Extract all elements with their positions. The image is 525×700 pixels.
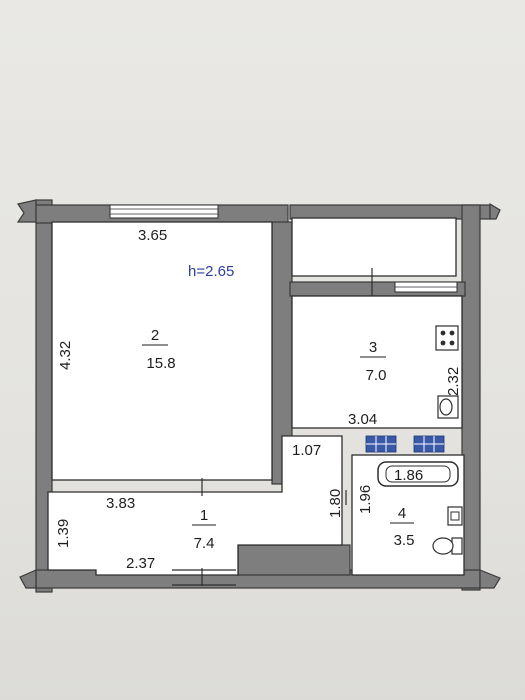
room-1 bbox=[47, 435, 343, 576]
room-1-area: 7.4 bbox=[194, 535, 215, 552]
door-marks bbox=[172, 268, 373, 586]
room3-width-label: 3.04 bbox=[348, 411, 377, 428]
corridor-side-label: 1.80 bbox=[327, 489, 344, 518]
dimension-labels: 3.65 4.32 2.32 3.04 1.07 3.83 1.39 2.37 … bbox=[55, 227, 462, 572]
bathroom-sink-icon bbox=[447, 506, 463, 526]
hall-width-label: 1.07 bbox=[292, 442, 321, 459]
balcony bbox=[291, 217, 457, 277]
tile-icon bbox=[365, 435, 445, 453]
stove-icon bbox=[435, 325, 459, 351]
room3-height-label: 2.32 bbox=[445, 367, 462, 396]
room-2-area: 15.8 bbox=[146, 355, 175, 372]
bathtub-length-label: 1.86 bbox=[394, 467, 423, 484]
room2-width-label: 3.65 bbox=[138, 227, 167, 244]
bathtub-icon bbox=[377, 461, 459, 487]
room-2 bbox=[51, 221, 273, 481]
room-3-area: 7.0 bbox=[366, 367, 387, 384]
ceiling-height-label: h=2.65 bbox=[188, 263, 234, 280]
corridor-bottom-label: 2.37 bbox=[126, 555, 155, 572]
windows bbox=[109, 204, 458, 293]
room-1-number: 1 bbox=[200, 507, 208, 524]
room2-height-label: 4.32 bbox=[57, 341, 74, 370]
room-labels: h=2.65 2 15.8 3 7.0 1 7.4 4 3.5 bbox=[142, 263, 414, 552]
room-4-number: 4 bbox=[398, 505, 406, 522]
room-4-area: 3.5 bbox=[394, 532, 415, 549]
room-3-number: 3 bbox=[369, 339, 377, 356]
bath-height-label: 1.96 bbox=[357, 485, 374, 514]
toilet-icon bbox=[432, 537, 463, 555]
kitchen-sink-icon bbox=[437, 395, 459, 419]
corridor-height-label: 1.39 bbox=[55, 519, 72, 548]
room-2-number: 2 bbox=[151, 327, 159, 344]
room-3 bbox=[291, 295, 463, 429]
corridor-width-label: 3.83 bbox=[106, 495, 135, 512]
